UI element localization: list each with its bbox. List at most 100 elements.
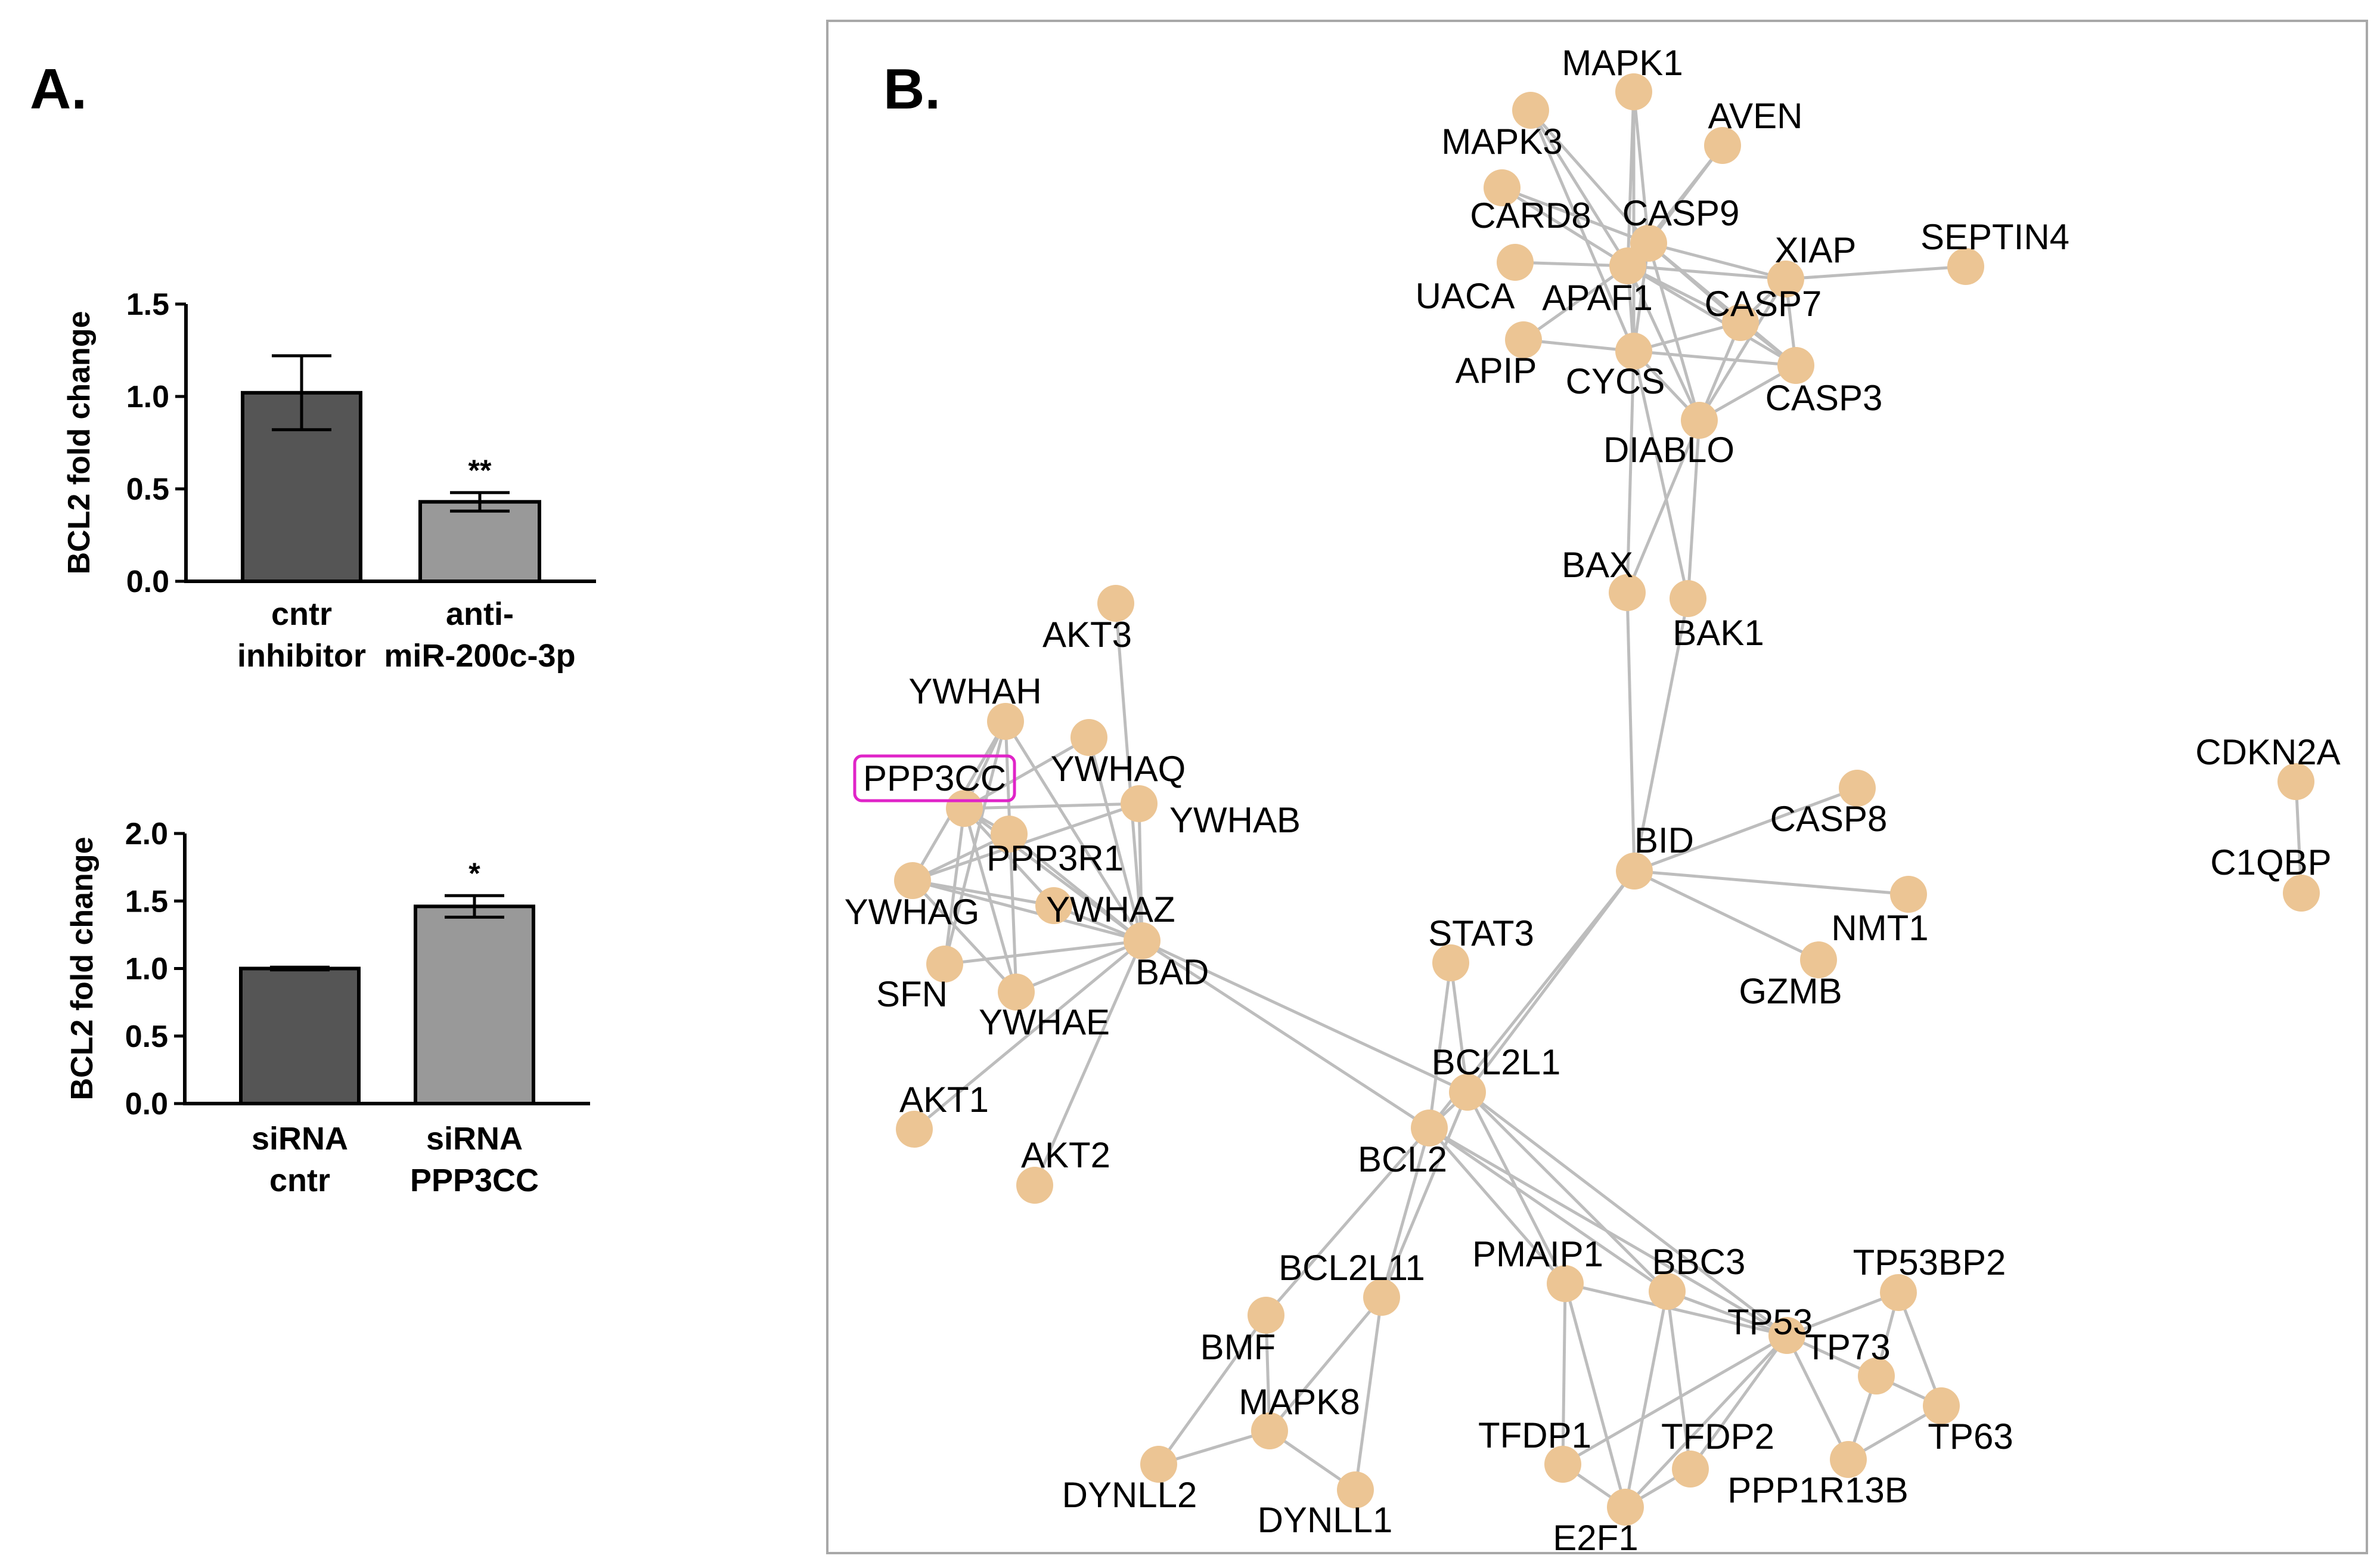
- node-label-e2f1: E2F1: [1553, 1518, 1638, 1558]
- edge-pmaip1-tfdp1: [1561, 1283, 1567, 1465]
- node-bcl2: [1411, 1110, 1448, 1146]
- y-axis-label: BCL2 fold change: [62, 311, 97, 574]
- edge-bcl2l1-bbc3: [1466, 1091, 1668, 1293]
- edge-card8-apaf1: [1501, 186, 1629, 268]
- node-bak1: [1670, 580, 1706, 617]
- node-bmf: [1248, 1297, 1284, 1334]
- node-ywhaz: [1035, 887, 1072, 924]
- edge-uaca-apaf1: [1515, 261, 1628, 268]
- edge-ywhah-bad: [1004, 720, 1144, 942]
- edge-stat3-bcl2l1: [1449, 962, 1469, 1093]
- node-casp3: [1777, 347, 1814, 384]
- edge-cycs-casp3: [1633, 349, 1796, 367]
- node-label-mapk8: MAPK8: [1239, 1382, 1360, 1422]
- edge-tp53-tfdp1: [1562, 1334, 1788, 1466]
- node-label-tp73: TP73: [1805, 1327, 1890, 1367]
- node-aven: [1704, 127, 1741, 164]
- edge-sfn-bad: [944, 939, 1143, 966]
- node-label-nmt1: NMT1: [1831, 908, 1928, 948]
- edge-apaf1-casp3: [1627, 264, 1797, 367]
- edge-ywhae-bad: [1016, 939, 1143, 994]
- y-tick-label: 1.0: [125, 952, 168, 987]
- y-tick-label: 1.5: [126, 287, 169, 322]
- panel-b-label: B.: [883, 57, 941, 121]
- node-casp8: [1839, 770, 1876, 807]
- edge-mapk8-dynll2: [1158, 1429, 1270, 1466]
- node-label-gzmb: GZMB: [1739, 971, 1842, 1011]
- edge-bmf-mapk8: [1264, 1315, 1271, 1431]
- edge-bid-casp8: [1634, 786, 1858, 873]
- node-dynll2: [1140, 1446, 1177, 1483]
- node-label-tp63: TP63: [1928, 1417, 2013, 1457]
- node-ywhah: [987, 703, 1024, 740]
- node-apip: [1505, 321, 1542, 358]
- edge-casp3-diablo: [1698, 364, 1797, 422]
- node-bcl2l11: [1363, 1279, 1400, 1316]
- node-label-tfdp1: TFDP1: [1478, 1415, 1591, 1455]
- edge-xiap-diablo: [1698, 278, 1788, 422]
- node-nmt1: [1890, 876, 1927, 913]
- edge-tp53-e2f1: [1624, 1334, 1788, 1508]
- edge-mapk3-apaf1: [1529, 109, 1630, 267]
- node-label-akt2: AKT2: [1021, 1135, 1110, 1175]
- y-tick-label: 1.5: [125, 884, 168, 919]
- edge-bbc3-e2f1: [1624, 1291, 1669, 1508]
- y-tick-label: 0.5: [125, 1019, 168, 1054]
- edge-tp53-tfdp2: [1689, 1334, 1789, 1470]
- node-ywhag: [894, 862, 931, 899]
- node-label-mapk3: MAPK3: [1441, 122, 1562, 162]
- edge-ywhae-ywhah: [1004, 721, 1018, 993]
- edge-cycs-bak1: [1632, 351, 1690, 599]
- edge-bid-gzmb: [1633, 869, 1820, 962]
- node-label-tp53bp2: TP53BP2: [1853, 1242, 2006, 1282]
- node-akt2: [1016, 1167, 1053, 1204]
- edge-bcl2l1-tp53: [1466, 1091, 1788, 1337]
- edge-tp53-tp53bp2: [1786, 1291, 1899, 1337]
- node-label-mapk1: MAPK1: [1562, 43, 1683, 83]
- highlight-box: [853, 754, 1016, 802]
- node-label-apaf1: APAF1: [1542, 278, 1653, 318]
- edge-bcl2l1-bcl2l11: [1380, 1092, 1469, 1298]
- node-label-dynll1: DYNLL1: [1258, 1500, 1393, 1540]
- node-cdkn2a: [2277, 763, 2314, 800]
- edge-bcl2-tp53: [1428, 1126, 1788, 1337]
- edge-mapk3-cycs: [1529, 110, 1636, 352]
- node-sfn: [926, 946, 963, 983]
- bar: [239, 966, 361, 1105]
- significance-marker: **: [468, 454, 492, 487]
- edge-akt2-bad: [1033, 940, 1144, 1186]
- node-label-aven: AVEN: [1708, 96, 1803, 136]
- edge-tp53bp2-tp63: [1897, 1292, 1943, 1406]
- node-label-cycs: CYCS: [1566, 361, 1665, 401]
- node-stat3: [1432, 944, 1469, 981]
- edge-ywhaq-bad: [1087, 737, 1144, 941]
- edge-bcl2-bmf: [1265, 1127, 1431, 1316]
- node-ywhaq: [1070, 719, 1107, 756]
- edge-mapk3-casp9: [1529, 109, 1650, 244]
- node-label-septin4: SEPTIN4: [1920, 217, 2069, 257]
- edge-mapk1-casp9: [1632, 91, 1650, 244]
- node-bax: [1609, 574, 1646, 611]
- node-tp53: [1768, 1317, 1805, 1354]
- edge-cycs-bax: [1625, 351, 1636, 593]
- edge-ywhab-ywhag: [912, 802, 1140, 882]
- node-label-cdkn2a: CDKN2A: [2195, 732, 2340, 772]
- node-label-ppp1r13b: PPP1R13B: [1727, 1470, 1909, 1510]
- edge-bbc3-tp53: [1667, 1290, 1788, 1337]
- bar: [418, 500, 541, 584]
- y-tick-label: 2.0: [125, 817, 168, 851]
- edge-pmaip1-e2f1: [1563, 1283, 1627, 1508]
- node-tfdp1: [1544, 1446, 1581, 1483]
- node-label-c1qbp: C1QBP: [2210, 842, 2331, 882]
- node-label-casp7: CASP7: [1705, 284, 1822, 324]
- node-bcl2l1: [1449, 1074, 1486, 1111]
- y-tick-label: 0.0: [125, 1087, 168, 1121]
- edge-ywhab-bad: [1137, 803, 1144, 941]
- edge-xiap-apaf1: [1627, 264, 1786, 281]
